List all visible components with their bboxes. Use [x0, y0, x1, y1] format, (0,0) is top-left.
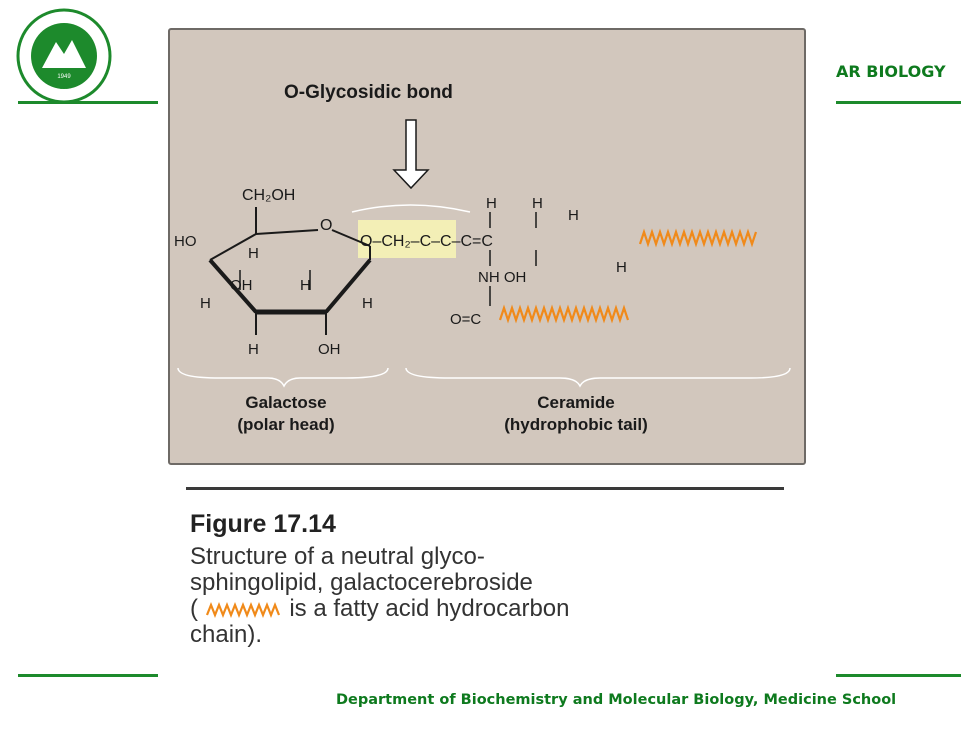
university-logo: 1949 SHIHEZI UNIVERSITY — [16, 8, 112, 104]
svg-text:NH OH: NH OH — [478, 269, 526, 286]
zigzag-legend-icon — [205, 601, 280, 618]
galactose-ring — [208, 207, 372, 335]
svg-text:1949: 1949 — [57, 74, 71, 80]
footer-text: Department of Biochemistry and Molecular… — [336, 692, 897, 708]
ceramide-brace — [405, 367, 791, 388]
footer-rule-left — [18, 674, 158, 677]
svg-text:O: O — [320, 217, 332, 234]
header-title: AR BIOLOGY — [836, 62, 946, 81]
caption-line-4: chain). — [190, 621, 263, 648]
svg-text:H: H — [616, 259, 627, 276]
header-rule-left — [18, 101, 158, 104]
zigzag-chain-bottom — [498, 304, 630, 324]
caption-title: Figure 17.14 — [190, 510, 336, 538]
caption-rule — [186, 487, 784, 490]
svg-text:H: H — [248, 245, 259, 262]
svg-text:H: H — [248, 341, 259, 358]
svg-text:H: H — [200, 295, 211, 312]
galactose-sublabel: (polar head) — [237, 415, 334, 434]
svg-text:H: H — [362, 295, 373, 312]
zigzag-chain-top — [638, 228, 758, 248]
svg-text:CH₂OH: CH₂OH — [242, 187, 295, 204]
ceramide-label: Ceramide — [537, 393, 614, 412]
svg-text:O=C: O=C — [450, 311, 481, 328]
galactose-brace — [177, 367, 389, 388]
ceramide-sublabel: (hydrophobic tail) — [504, 415, 648, 434]
svg-text:H: H — [532, 195, 543, 212]
figure-panel: O-Glycosidic bond CH₂OH O HO H OH H — [168, 28, 806, 465]
bond-highlight — [358, 220, 456, 258]
bond-label: O-Glycosidic bond — [284, 82, 453, 103]
ceramide-bonds — [489, 212, 537, 306]
bond-arrow — [392, 119, 430, 190]
svg-text:H: H — [486, 195, 497, 212]
caption-line-3: ( is a fatty acid hydrocarbon — [190, 595, 570, 622]
header-rule-right — [836, 101, 961, 104]
svg-text:O–CH₂–C–C–C=C: O–CH₂–C–C–C=C — [360, 233, 493, 250]
caption-line-1: Structure of a neutral glyco- — [190, 543, 485, 570]
galactocerebroside-diagram: O-Glycosidic bond CH₂OH O HO H OH H — [174, 82, 791, 434]
caption-line-2: sphingolipid, galactocerebroside — [190, 569, 533, 596]
svg-text:H: H — [568, 207, 579, 224]
svg-text:OH: OH — [230, 277, 253, 294]
svg-text:H: H — [300, 277, 311, 294]
svg-text:HO: HO — [174, 233, 197, 250]
svg-text:OH: OH — [318, 341, 341, 358]
bond-brace — [351, 204, 471, 213]
galactose-label: Galactose — [245, 393, 326, 412]
footer-rule-right — [836, 674, 961, 677]
